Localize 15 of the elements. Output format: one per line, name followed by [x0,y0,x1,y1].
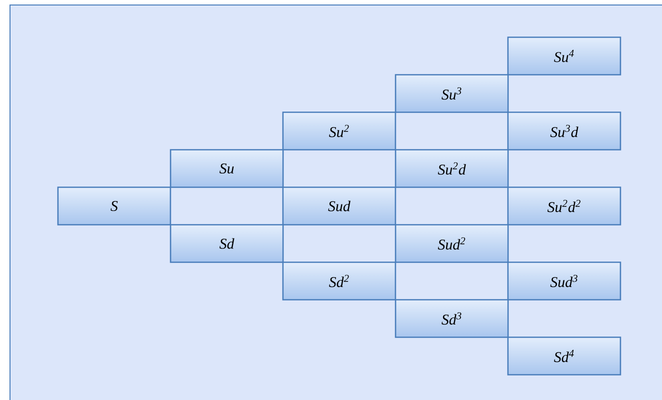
value-box: Sud [282,186,396,226]
value-box: Sd$^{4}$ [507,336,622,376]
value-box: Sud$^{2}$ [394,224,509,263]
value-box: Su$^{2}$d$^{2}$ [507,186,622,226]
value-box: Su$^{3}$d [507,112,622,150]
value-box: Sd [170,224,284,263]
value-box: Su$^{2}$ [282,112,396,150]
value-box: Sd$^{3}$ [394,299,509,338]
value-box: Su$^{4}$ [507,36,622,76]
value-box: Su$^{3}$ [394,74,509,113]
value-box: S [57,186,172,226]
value-box: Sd$^{2}$ [282,262,396,300]
value-box: Su [170,149,284,188]
value-box: Su$^{2}$d [394,149,509,188]
value-box: Sud$^{3}$ [507,262,622,300]
